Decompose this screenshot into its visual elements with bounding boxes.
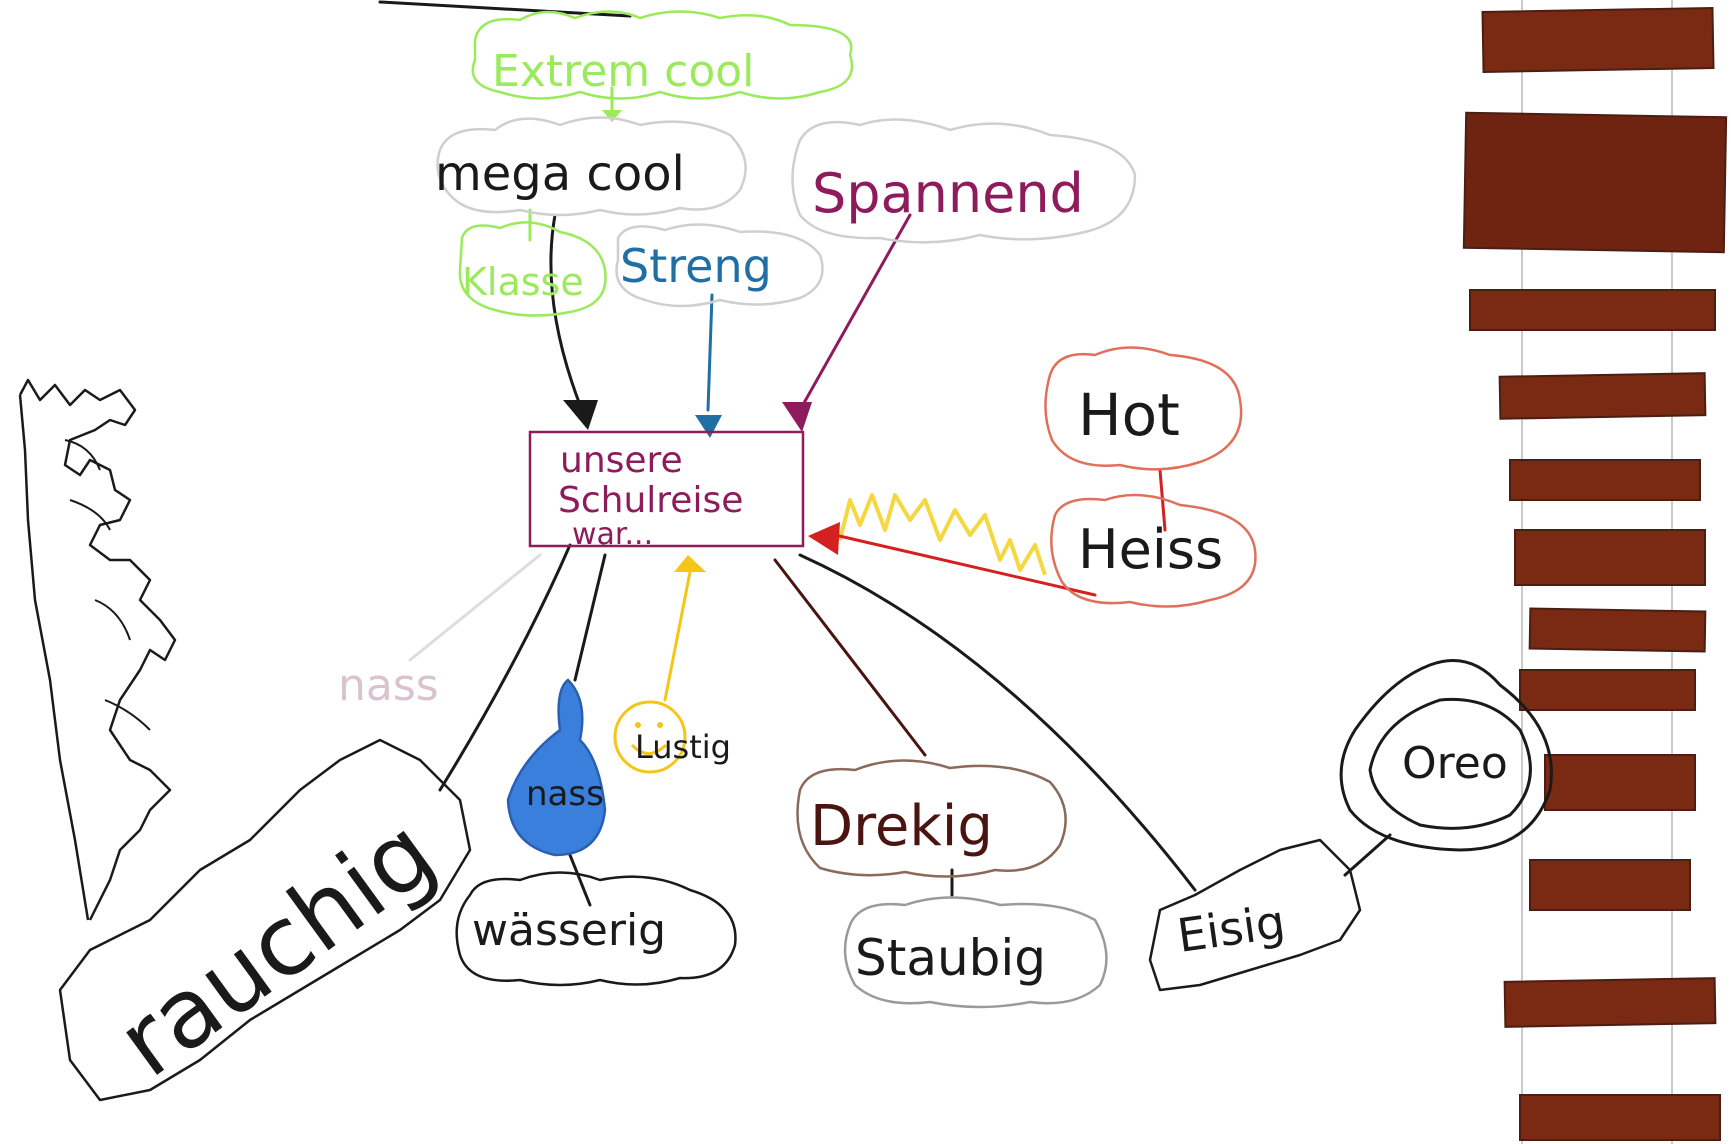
arrow-heiss <box>808 522 840 555</box>
center-line-1: unsere <box>560 440 683 481</box>
connector-waesserig <box>566 848 592 907</box>
drekig-label: Drekig <box>810 794 993 859</box>
arrow-extrem-cool <box>602 110 622 122</box>
connector-drekig <box>773 558 927 757</box>
node-klasse: Klasse <box>458 221 607 317</box>
node-streng: Streng <box>615 223 824 308</box>
staubig-label: Staubig <box>855 929 1046 987</box>
node-heiss: Heiss <box>1050 493 1257 608</box>
node-waesserig: wässerig <box>455 871 737 987</box>
center-line-3: war... <box>572 517 653 552</box>
node-eisig: Eisig <box>1148 838 1362 992</box>
nass-drop-label: nass <box>526 774 604 814</box>
oreo-inner-ring <box>1368 697 1532 830</box>
connector-mega-cool <box>549 213 582 407</box>
hot-label: Hot <box>1078 381 1180 449</box>
rauchig-label: rauchig <box>98 796 455 1098</box>
klasse-label: Klasse <box>462 260 584 304</box>
right-striped-bars <box>1462 0 1728 1144</box>
connector-lustig <box>663 570 692 702</box>
oreo-outer-ring <box>1339 659 1553 852</box>
node-staubig: Staubig <box>843 896 1108 1009</box>
mega-cool-label: mega cool <box>435 146 685 202</box>
left-scribble-drawing <box>18 378 177 921</box>
connector-heiss <box>833 533 1097 597</box>
nass-faint-label: nass <box>338 660 439 711</box>
node-spannend: Spannend <box>791 118 1137 244</box>
heiss-label: Heiss <box>1078 518 1223 581</box>
spannend-label: Spannend <box>812 162 1084 225</box>
connector-oreo <box>1343 833 1392 877</box>
connector-spannend <box>798 213 912 412</box>
node-extrem-cool: Extrem cool <box>471 10 854 100</box>
arrow-mega-cool <box>563 400 598 430</box>
connector-eisig <box>798 553 1197 892</box>
arrow-spannend <box>782 402 812 432</box>
arrow-lustig <box>674 555 706 572</box>
node-mega-cool: mega cool <box>435 116 747 217</box>
node-lustig: Lustig <box>613 700 731 774</box>
center-line-2: Schulreise <box>558 480 743 521</box>
center-node: unsere Schulreise war... <box>528 430 805 552</box>
connector-streng <box>706 293 714 412</box>
eisig-label: Eisig <box>1174 894 1288 962</box>
oreo-label: Oreo <box>1402 738 1508 789</box>
connector-nass-faint <box>408 553 542 662</box>
node-hot: Hot <box>1044 346 1243 471</box>
node-drekig: Drekig <box>796 759 1067 878</box>
center-box <box>528 430 805 548</box>
node-rauchig: rauchig <box>58 738 472 1102</box>
left-scribble-details <box>64 439 151 731</box>
connector-nass-drop <box>573 553 607 682</box>
arrow-streng <box>695 415 722 438</box>
connector-rauchig <box>438 543 572 792</box>
node-oreo: Oreo <box>1339 659 1553 852</box>
waesserig-label: wässerig <box>472 905 666 956</box>
smiley-face-icon <box>613 700 687 774</box>
extrem-cool-label: Extrem cool <box>492 46 754 97</box>
lustig-label: Lustig <box>635 728 731 766</box>
yellow-scribble <box>838 493 1047 576</box>
streng-label: Streng <box>620 239 772 293</box>
node-nass-drop: nass <box>506 678 607 857</box>
